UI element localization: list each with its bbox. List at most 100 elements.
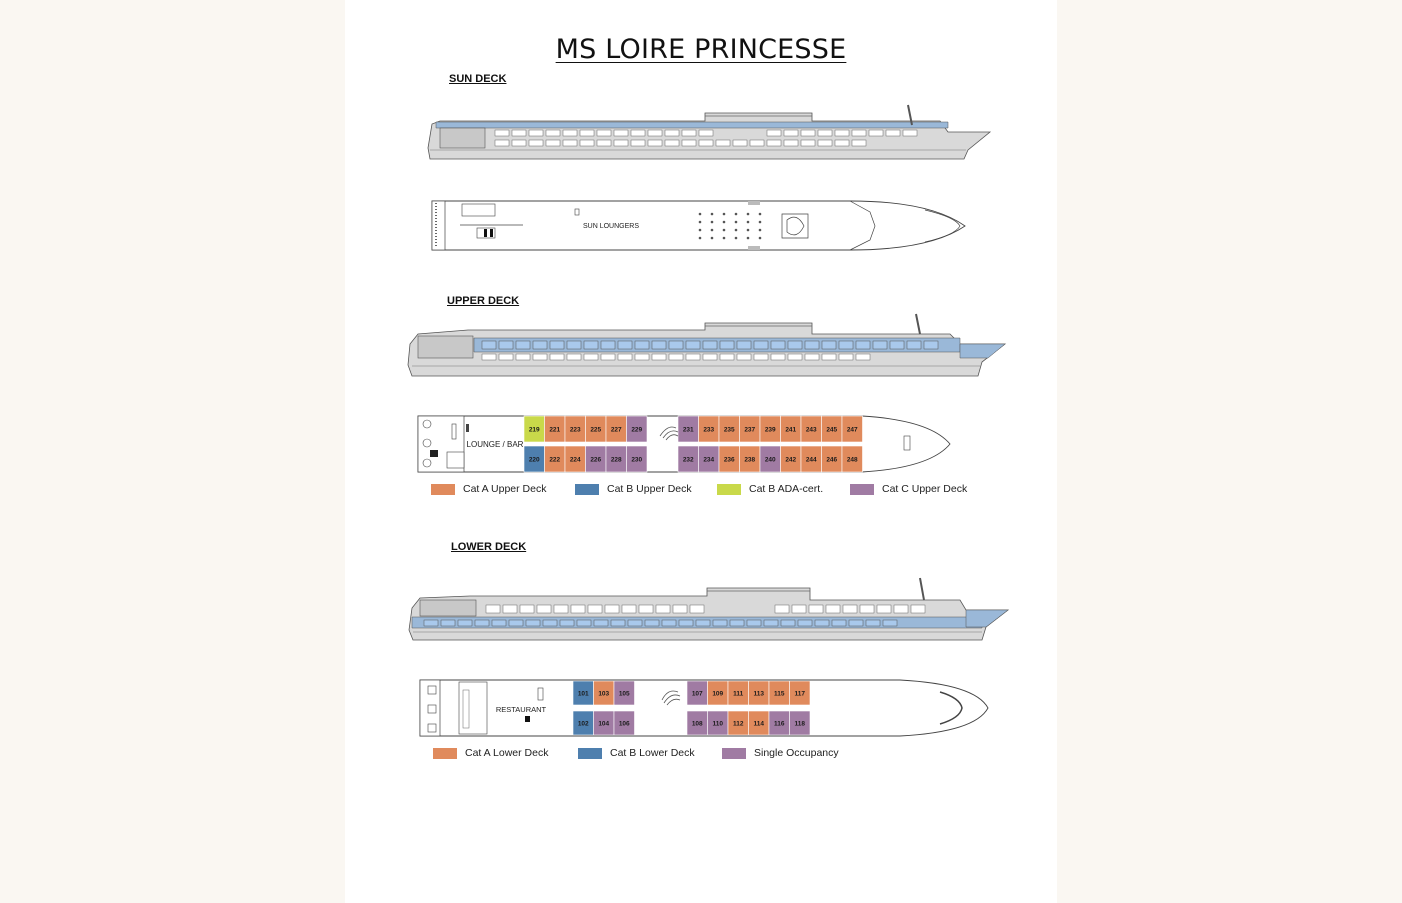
window — [604, 604, 620, 614]
window — [647, 139, 663, 147]
cabin-220[interactable]: 220 — [523, 445, 545, 473]
cabin-246[interactable]: 246 — [821, 445, 843, 473]
cabin-234[interactable]: 234 — [698, 445, 720, 473]
cabin-104[interactable]: 104 — [593, 710, 615, 736]
window — [440, 619, 456, 627]
legend-label: Cat B Upper Deck — [607, 483, 692, 495]
cabin-239[interactable]: 239 — [759, 415, 781, 443]
cabin-225[interactable]: 225 — [585, 415, 607, 443]
window — [664, 139, 680, 147]
cabin-fill — [613, 680, 635, 706]
window — [838, 340, 854, 350]
cabin-232[interactable]: 232 — [677, 445, 699, 473]
cabin-241[interactable]: 241 — [780, 415, 802, 443]
cabin-219[interactable]: 219 — [523, 415, 545, 443]
cabin-224[interactable]: 224 — [564, 445, 586, 473]
cabin-228[interactable]: 228 — [605, 445, 627, 473]
window — [698, 129, 714, 137]
cabin-109[interactable]: 109 — [707, 680, 729, 706]
window — [681, 129, 697, 137]
cabin-243[interactable]: 243 — [800, 415, 822, 443]
cabin-number: 106 — [619, 721, 630, 728]
cabin-229[interactable]: 229 — [626, 415, 648, 443]
window — [651, 340, 667, 350]
cabin-113[interactable]: 113 — [748, 680, 770, 706]
cabin-223[interactable]: 223 — [564, 415, 586, 443]
cabin-233[interactable]: 233 — [698, 415, 720, 443]
cabin-112[interactable]: 112 — [727, 710, 749, 736]
window — [587, 604, 603, 614]
window — [817, 139, 833, 147]
cabin-110[interactable]: 110 — [707, 710, 729, 736]
cabin-237[interactable]: 237 — [739, 415, 761, 443]
window — [825, 604, 841, 614]
cabin-103[interactable]: 103 — [593, 680, 615, 706]
window — [712, 619, 728, 627]
legend-swatch — [578, 747, 602, 759]
cabin-101[interactable]: 101 — [572, 680, 594, 706]
window — [729, 619, 745, 627]
window — [596, 129, 612, 137]
cabin-238[interactable]: 238 — [739, 445, 761, 473]
cabin-240[interactable]: 240 — [759, 445, 781, 473]
window — [613, 129, 629, 137]
cabin-242[interactable]: 242 — [780, 445, 802, 473]
cabin-number: 221 — [549, 427, 560, 434]
cabin-221[interactable]: 221 — [544, 415, 566, 443]
cabin-107[interactable]: 107 — [686, 680, 708, 706]
window — [804, 340, 820, 350]
legend-label: Cat B Lower Deck — [610, 747, 695, 759]
cabin-230[interactable]: 230 — [626, 445, 648, 473]
cabin-fill — [841, 415, 863, 443]
cabin-116[interactable]: 116 — [768, 710, 790, 736]
window — [689, 604, 705, 614]
cabin-222[interactable]: 222 — [544, 445, 566, 473]
cabin-235[interactable]: 235 — [718, 415, 740, 443]
cabin-244[interactable]: 244 — [800, 445, 822, 473]
legend-item-cat_a: Cat A Upper Deck — [431, 483, 546, 495]
window — [855, 340, 871, 350]
window — [800, 129, 816, 137]
cabin-106[interactable]: 106 — [613, 710, 635, 736]
cabin-102[interactable]: 102 — [572, 710, 594, 736]
sun-lounger-icon — [698, 220, 702, 224]
window — [481, 340, 497, 350]
cabin-fill — [841, 445, 863, 473]
cabin-number: 110 — [713, 721, 724, 728]
window — [770, 340, 786, 350]
cabin-245[interactable]: 245 — [821, 415, 843, 443]
window — [672, 604, 688, 614]
sun-deck-profile — [427, 104, 992, 160]
window — [808, 604, 824, 614]
window — [536, 604, 552, 614]
window — [621, 604, 637, 614]
cabin-118[interactable]: 118 — [789, 710, 811, 736]
cabin-248[interactable]: 248 — [841, 445, 863, 473]
cabin-226[interactable]: 226 — [585, 445, 607, 473]
window — [549, 353, 565, 361]
cabin-111[interactable]: 111 — [727, 680, 749, 706]
cabin-231[interactable]: 231 — [677, 415, 699, 443]
cabin-number: 233 — [703, 427, 714, 434]
cabin-105[interactable]: 105 — [613, 680, 635, 706]
window — [851, 139, 867, 147]
cabin-247[interactable]: 247 — [841, 415, 863, 443]
cabin-108[interactable]: 108 — [686, 710, 708, 736]
sun-lounger-icon — [758, 220, 762, 224]
cabin-227[interactable]: 227 — [605, 415, 627, 443]
cabin-236[interactable]: 236 — [718, 445, 740, 473]
cabin-115[interactable]: 115 — [768, 680, 790, 706]
window — [525, 619, 541, 627]
sun-lounger-icon — [698, 228, 702, 232]
sun-lounger-icon — [746, 212, 750, 216]
cabin-117[interactable]: 117 — [789, 680, 811, 706]
cabin-number: 222 — [549, 457, 560, 464]
window — [885, 129, 901, 137]
window — [579, 129, 595, 137]
cabin-114[interactable]: 114 — [748, 710, 770, 736]
window — [511, 139, 527, 147]
window — [596, 139, 612, 147]
window — [661, 619, 677, 627]
sun-lounger-icon — [758, 212, 762, 216]
window — [498, 353, 514, 361]
